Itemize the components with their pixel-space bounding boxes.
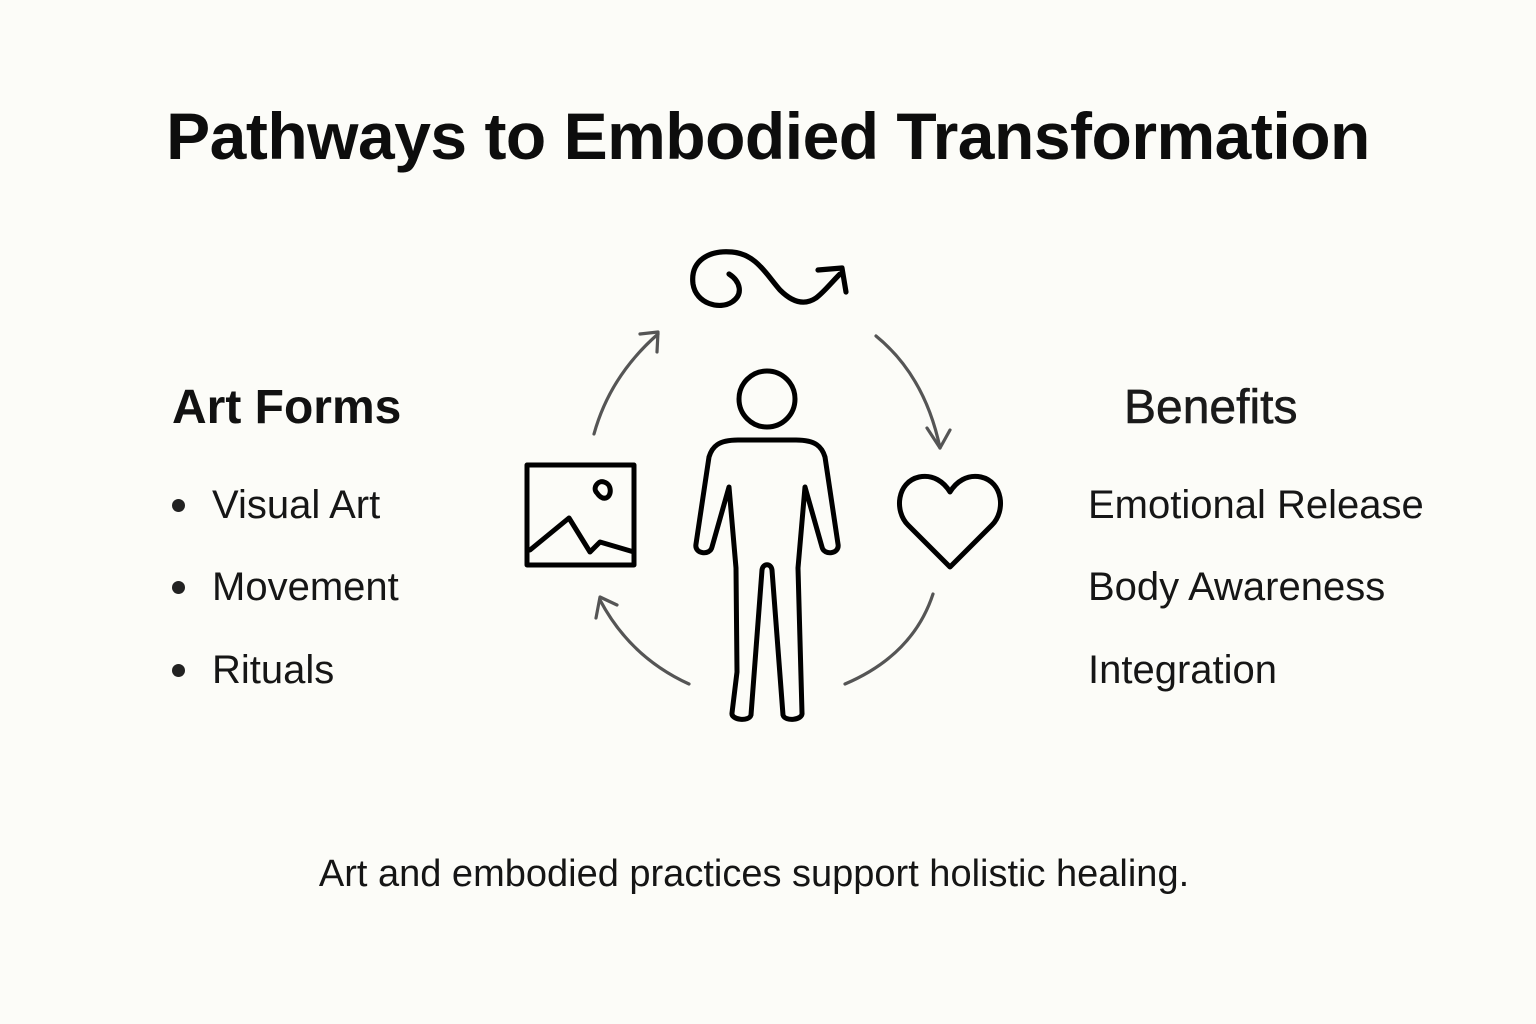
arrow-bottom-to-left-icon: [594, 595, 691, 686]
person-icon: [693, 368, 841, 722]
benefits-heading: Benefits: [1124, 381, 1298, 435]
list-item: Body Awareness: [1088, 565, 1386, 609]
list-item: Emotional Release: [1088, 483, 1424, 527]
heart-icon: [897, 473, 1003, 570]
transformation-cycle-diagram: [524, 249, 1003, 722]
arrow-bottom-right-icon: [843, 592, 935, 686]
bullet-icon: [172, 581, 185, 594]
arrow-left-to-top-icon: [592, 330, 660, 436]
art-form-label: Rituals: [212, 648, 335, 692]
arrow-top-to-right-icon: [874, 334, 952, 450]
swirl-arrow-icon: [690, 249, 849, 308]
bullet-icon: [172, 664, 185, 677]
art-form-label: Visual Art: [212, 483, 381, 527]
art-form-label: Movement: [212, 565, 399, 609]
page-title: Pathways to Embodied Transformation: [166, 99, 1370, 173]
cycle-arrows: [592, 330, 952, 686]
image-icon: [524, 462, 637, 568]
bullet-icon: [172, 499, 185, 512]
caption: Art and embodied practices support holis…: [318, 853, 1190, 895]
list-item: Integration: [1088, 648, 1278, 692]
art-forms-heading: Art Forms: [172, 381, 402, 434]
